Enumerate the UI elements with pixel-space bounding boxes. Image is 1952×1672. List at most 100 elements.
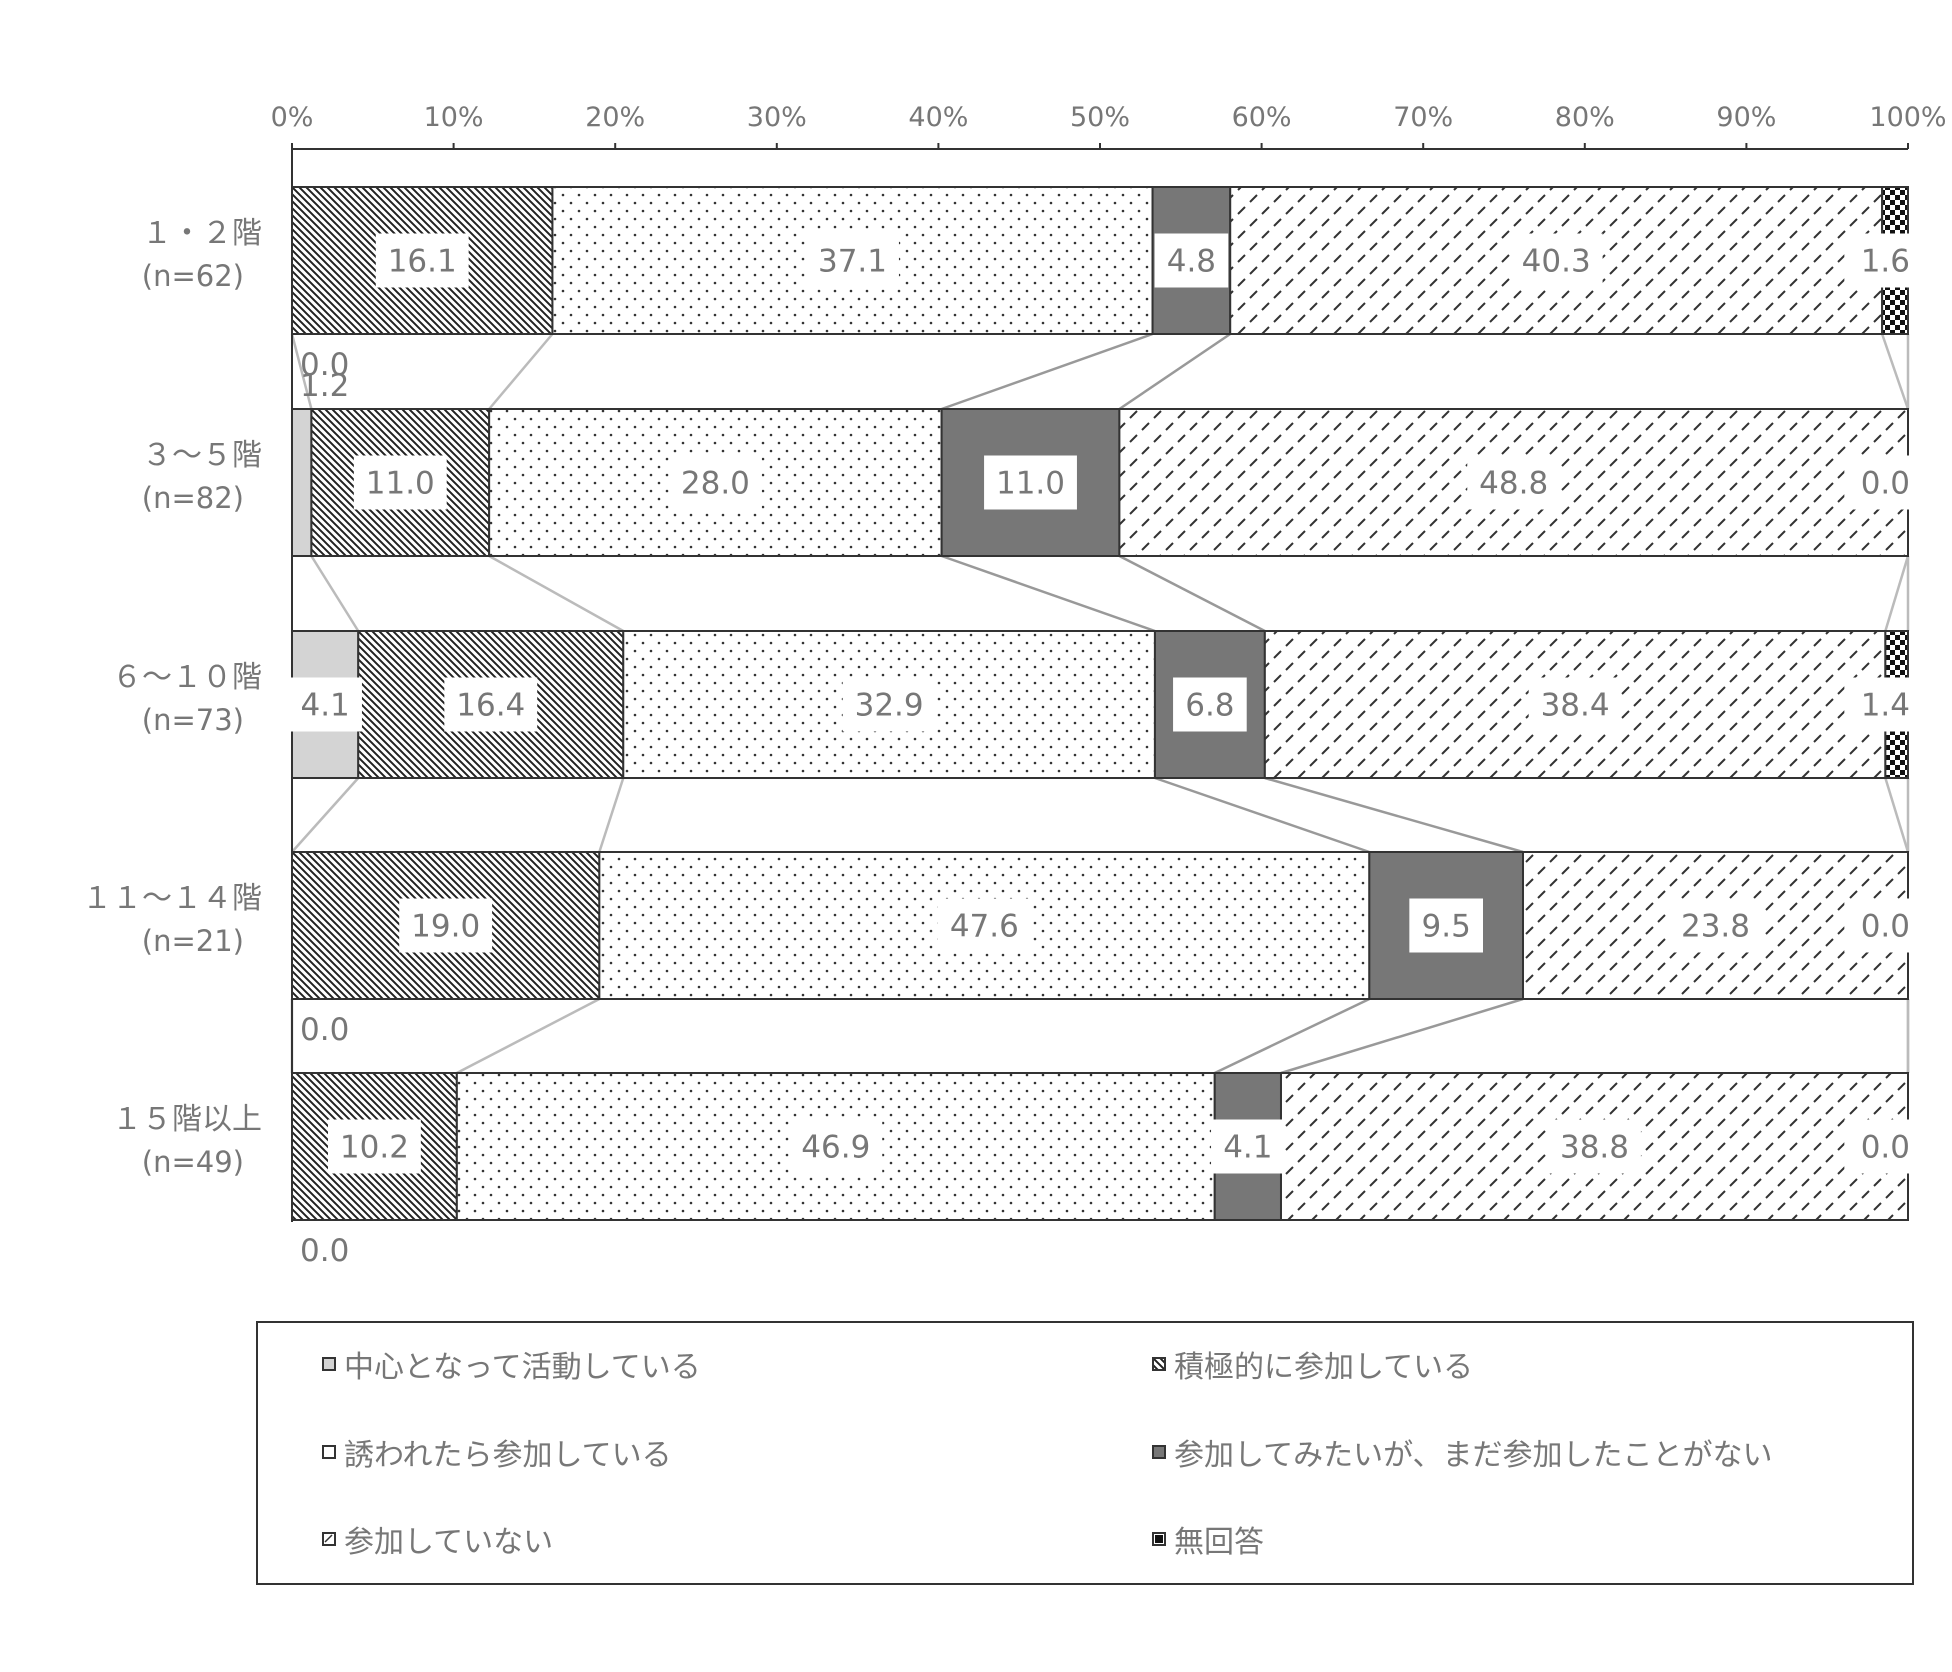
data-label: 9.5 <box>1422 909 1471 945</box>
data-label-box <box>842 677 936 732</box>
connector-line <box>941 332 1153 411</box>
bar-segment <box>291 1072 458 1221</box>
connector-line <box>291 777 360 853</box>
data-label: 40.3 <box>1522 244 1591 280</box>
data-label: 0.0 <box>300 1012 349 1048</box>
legend-item-active: 積極的に参加している <box>1152 1344 1474 1385</box>
legend-item-not-participating: 参加していない <box>322 1519 554 1560</box>
x-tick-label: 60% <box>1232 102 1292 133</box>
data-label-box <box>1173 677 1247 732</box>
data-label-box <box>937 898 1031 953</box>
data-label: 23.8 <box>1681 909 1750 945</box>
data-label-box <box>1467 455 1561 510</box>
x-tick-label: 30% <box>747 102 807 133</box>
data-label-box <box>1844 233 1918 288</box>
data-label-box <box>1211 1119 1285 1174</box>
data-label-box <box>984 455 1077 510</box>
legend-swatch-solid-dark <box>1152 1445 1166 1459</box>
x-tick-label: 90% <box>1716 102 1776 133</box>
bars <box>291 186 1910 1221</box>
connector-line <box>310 555 360 632</box>
data-label: 10.2 <box>340 1130 409 1166</box>
data-label-box <box>1509 233 1603 288</box>
data-label: 1.2 <box>300 368 349 404</box>
data-label: 48.8 <box>1479 466 1548 502</box>
data-label-box <box>444 677 538 732</box>
data-label-box <box>1844 677 1918 732</box>
connector-line <box>1880 333 1910 410</box>
data-label-box <box>353 455 447 510</box>
data-label-box <box>668 455 762 510</box>
data-label: 32.9 <box>855 688 924 724</box>
data-label: 28.0 <box>681 466 750 502</box>
stacked-bar-chart: 0%10%20%30%40%50%60%70%80%90%100% 0.016.… <box>82 102 1947 1269</box>
connector-line <box>1884 777 1910 853</box>
data-label: 46.9 <box>801 1130 870 1166</box>
x-tick-label: 100% <box>1869 102 1946 133</box>
legend-swatch-solid-light <box>322 1357 336 1371</box>
category-n-label: (n=62) <box>142 259 244 293</box>
data-label: 0.0 <box>1861 466 1910 502</box>
connector-line <box>598 777 625 853</box>
legend-item-no-answer: 無回答 <box>1152 1519 1264 1560</box>
legend-swatch-checker <box>1152 1532 1166 1546</box>
category-n-label: (n=82) <box>142 481 244 515</box>
legend-item-want-to: 参加してみたいが、まだ参加したことがない <box>1152 1432 1773 1473</box>
data-label: 11.0 <box>366 466 435 502</box>
data-label-box <box>1844 898 1918 953</box>
connector-line <box>941 554 1156 633</box>
data-label-box <box>288 677 362 732</box>
connector-line <box>290 333 313 410</box>
category-label: ３～５階 <box>142 438 262 473</box>
legend-swatch-hatch <box>1152 1357 1166 1371</box>
data-label-box <box>375 233 469 288</box>
data-label-box <box>1844 455 1918 510</box>
legend-item-invited: 誘われたら参加している <box>322 1432 672 1473</box>
legend-label: 無回答 <box>1174 1525 1264 1560</box>
data-label: 1.4 <box>1861 688 1910 724</box>
connector-line <box>1214 997 1370 1075</box>
data-label: 0.0 <box>300 347 349 383</box>
x-tick-label: 20% <box>585 102 645 133</box>
data-label: 11.0 <box>996 466 1065 502</box>
data-label: 19.0 <box>411 909 480 945</box>
x-tick-label: 80% <box>1555 102 1615 133</box>
x-tick-label: 50% <box>1070 102 1130 133</box>
data-label: 4.8 <box>1167 244 1216 280</box>
legend-label: 誘われたら参加している <box>344 1438 672 1473</box>
category-label: １１～１４階 <box>82 881 262 916</box>
data-label: 0.0 <box>1861 909 1910 945</box>
data-label: 37.1 <box>818 244 887 280</box>
connector-line <box>456 997 600 1075</box>
data-label: 38.4 <box>1541 688 1610 724</box>
connector-line <box>488 554 624 633</box>
x-tick-label: 10% <box>424 102 484 133</box>
x-axis: 0%10%20%30%40%50%60%70%80%90%100% <box>271 102 1947 1222</box>
legend-label: 積極的に参加している <box>1174 1350 1474 1385</box>
connector-line <box>1264 776 1524 854</box>
legend-label: 中心となって活動している <box>344 1350 701 1385</box>
data-label: 47.6 <box>950 909 1019 945</box>
bar-segment <box>291 408 313 557</box>
category-label: ６～１０階 <box>112 660 262 695</box>
data-label: 38.8 <box>1560 1130 1629 1166</box>
category-labels: １・２階(n=62)３～５階(n=82)６～１０階(n=73)１１～１４階(n=… <box>82 216 262 1179</box>
connector-line <box>1280 997 1524 1075</box>
legend-label: 参加していない <box>344 1525 554 1560</box>
connector-line <box>488 333 554 410</box>
data-label-box <box>1528 677 1622 732</box>
data-label-box <box>1548 1119 1641 1174</box>
data-label: 1.6 <box>1861 244 1910 280</box>
category-label: １・２階 <box>142 216 262 251</box>
data-label-box <box>1669 898 1762 953</box>
connector-line <box>1154 776 1370 854</box>
connector-line <box>1884 555 1910 632</box>
legend-swatch-dashes <box>322 1532 336 1546</box>
data-label: 4.1 <box>300 688 349 724</box>
connector-line <box>1118 332 1231 411</box>
data-label-box <box>1154 233 1229 288</box>
data-label-box <box>399 898 493 953</box>
data-label-box <box>806 233 899 288</box>
data-label-box <box>1844 1119 1918 1174</box>
